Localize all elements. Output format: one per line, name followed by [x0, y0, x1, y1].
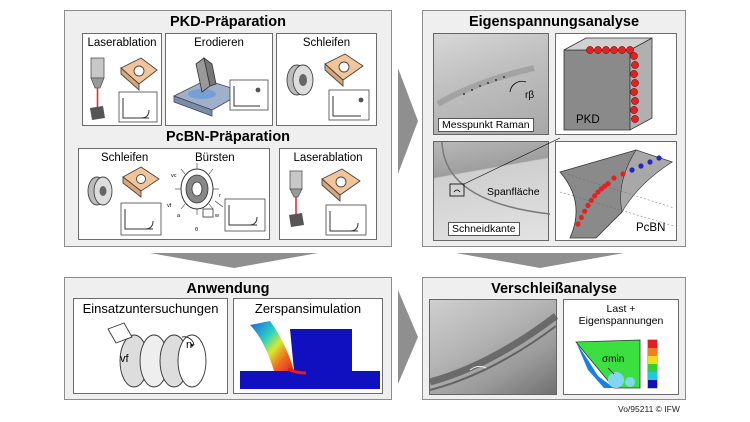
pcbn-measure-dot: [638, 163, 644, 169]
preparation-panel: PKD-Präparation Laserablation Erodieren: [64, 10, 392, 247]
arrow-right-bottom: [398, 290, 418, 384]
pcbn-grinding-brushing-illustration: [87, 163, 266, 236]
cutting-edge-micrograph: [441, 137, 561, 215]
pkd-measure-dot: [631, 115, 639, 123]
r-beta-label: rβ: [525, 90, 535, 101]
credit-text: Vo/95211 © IFW: [618, 404, 680, 414]
pkd-measure-dot: [586, 46, 594, 54]
pcbn-measure-dot: [582, 208, 588, 214]
pcbn-dots: [575, 155, 662, 227]
pcbn-laser-illustration: [289, 168, 367, 236]
stress-fem-illustration: [575, 339, 658, 389]
raman-micrograph-bottom: Spanfläche Schneidkante: [433, 137, 561, 241]
pcbn-measure-dot: [605, 181, 611, 187]
load-stress-box: Last + Eigenspannungen σmin: [563, 299, 679, 395]
pcbn-measure-dot: [595, 189, 601, 195]
pkd-measure-dot: [602, 46, 610, 54]
erodieren-illustration: [172, 57, 269, 117]
turning-workpiece-illustration: [107, 322, 207, 388]
erodieren-label: Erodieren: [194, 37, 244, 49]
pcbn-measure-dot: [611, 175, 617, 181]
pcbn-measure-dot: [647, 159, 653, 165]
symbol-w: w: [215, 213, 219, 219]
zerspan-label: Zerspansimulation: [254, 301, 362, 316]
verschleiss-title: Verschleißanalyse: [491, 281, 617, 297]
pkd-schleifen-box: Schleifen: [276, 33, 377, 126]
pcbn-schleifen-label: Schleifen: [101, 152, 149, 164]
last-line2: Eigenspannungen: [578, 315, 664, 327]
pcbn-measure-dot: [656, 155, 662, 161]
arrow-down-right: [456, 253, 624, 268]
raman-micrograph-top: rβ Messpunkt Raman: [433, 33, 549, 135]
last-line1: Last +: [606, 303, 636, 315]
pkd-measure-dot: [594, 46, 602, 54]
symbol-r: r: [219, 193, 221, 199]
wear-micrograph: [429, 299, 559, 395]
pkd-label: PKD: [576, 114, 600, 126]
pcbn-preparation-title: PcBN-Präparation: [165, 129, 291, 145]
pcbn-laserablation-label: Laserablation: [293, 152, 363, 164]
buersten-label: Bürsten: [195, 152, 235, 164]
symbol-vc: vc: [171, 173, 177, 179]
pcbn-laserablation-box: Laserablation: [279, 148, 377, 240]
schneidkante-label: Schneidkante: [448, 222, 520, 236]
pcbn-stress-surface: [559, 149, 675, 239]
symbol-theta: θ: [195, 227, 199, 233]
zerspan-box: Zerspansimulation: [233, 298, 383, 394]
einsatz-label: Einsatzuntersuchungen: [82, 301, 219, 316]
sigma-min-label: σmin: [602, 354, 625, 365]
pkd-measure-dot: [630, 52, 638, 60]
messpunkt-raman-label: Messpunkt Raman: [438, 118, 534, 132]
pcbn-measure-dot: [620, 171, 626, 177]
chip-simulation-illustration: [240, 321, 380, 389]
arrow-right-top: [398, 68, 418, 174]
pcbn-measure-dot: [575, 221, 581, 227]
pcbn-measure-dot: [578, 214, 584, 221]
symbol-vf: vf: [167, 203, 172, 209]
laser-head-illustration: [90, 57, 158, 123]
pkd-measure-dot: [631, 79, 639, 87]
pcbn-label: PcBN: [636, 222, 666, 234]
pkd-laserablation-label: Laserablation: [87, 37, 157, 49]
pkd-measure-dot: [618, 46, 626, 54]
anwendung-title: Anwendung: [186, 281, 270, 297]
pkd-dots: [586, 46, 639, 123]
pkd-measure-dot: [631, 61, 639, 69]
pcbn-schleifen-buersten-box: Schleifen Bürsten: [78, 148, 270, 240]
pkd-stress-3d-box: PKD: [555, 33, 677, 135]
erodieren-box: Erodieren: [165, 33, 273, 126]
pcbn-stress-3d-box: PcBN: [555, 141, 677, 241]
symbol-n: n: [186, 339, 193, 351]
arrow-down-left: [150, 253, 318, 268]
pkd-measure-dot: [626, 46, 634, 54]
anwendung-panel: Anwendung Einsatzuntersuchungen vf n Zer…: [64, 277, 392, 400]
pcbn-measure-dot: [588, 197, 594, 203]
wear-land-illustration: [429, 313, 559, 391]
eigenspannung-title: Eigenspannungsanalyse: [468, 14, 640, 30]
pkd-measure-dot: [630, 106, 638, 114]
pkd-schleifen-label: Schleifen: [302, 37, 351, 49]
grinding-illustration: [286, 53, 370, 121]
pcbn-measure-dot: [585, 202, 591, 209]
symbol-vf-anwendung: vf: [120, 353, 129, 365]
pkd-preparation-title: PKD-Präparation: [169, 14, 287, 30]
pcbn-measure-dot: [629, 167, 635, 173]
spanflaeche-label: Spanfläche: [487, 186, 540, 198]
verschleiss-panel: Verschleißanalyse Last + Eigenspannungen…: [422, 277, 686, 400]
symbol-a: a: [177, 213, 181, 219]
pkd-laserablation-box: Laserablation: [82, 33, 162, 126]
pkd-measure-dot: [630, 88, 638, 96]
raman-measure-points: [436, 65, 535, 107]
einsatz-box: Einsatzuntersuchungen vf n: [73, 298, 228, 394]
pcbn-measure-dot: [592, 193, 598, 199]
pkd-measure-dot: [631, 97, 639, 105]
pkd-measure-dot: [610, 46, 618, 54]
pkd-measure-dot: [630, 70, 638, 78]
residual-stress-panel: Eigenspannungsanalyse rβ Messpunkt Raman…: [422, 10, 686, 247]
